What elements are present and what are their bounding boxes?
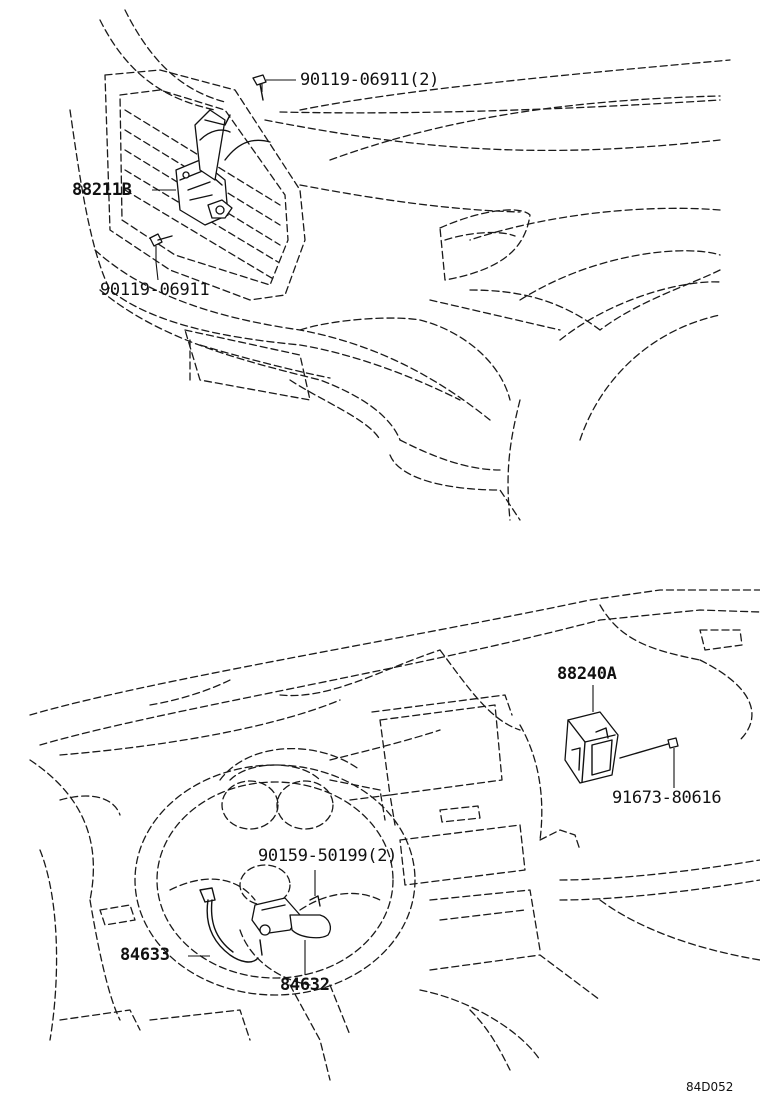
part-number-radar-sensor: 88211B	[72, 180, 132, 200]
part-number-bolt-computer: 91673-80616	[612, 788, 722, 808]
bolt-icon	[252, 74, 267, 101]
part-number-control-computer: 88240A	[557, 664, 617, 684]
part-number-bolt-top: 90119-06911(2)	[300, 70, 440, 90]
part-number-steering-switch: 84632	[280, 975, 330, 995]
part-number-screw-steering: 90159-50199(2)	[258, 846, 398, 866]
control-computer-part	[564, 711, 619, 784]
dashboard-outline	[29, 589, 760, 1081]
part-number-steering-harness: 84633	[120, 945, 170, 965]
radar-sensor-part	[175, 79, 271, 226]
steering-switch-part	[251, 895, 331, 956]
part-number-bolt-lower: 90119-06911	[100, 280, 210, 300]
bolt-icon	[149, 233, 173, 247]
diagram-reference-code: 84D052	[686, 1080, 734, 1094]
steering-harness-part	[199, 887, 259, 963]
bolt-icon	[619, 737, 679, 759]
